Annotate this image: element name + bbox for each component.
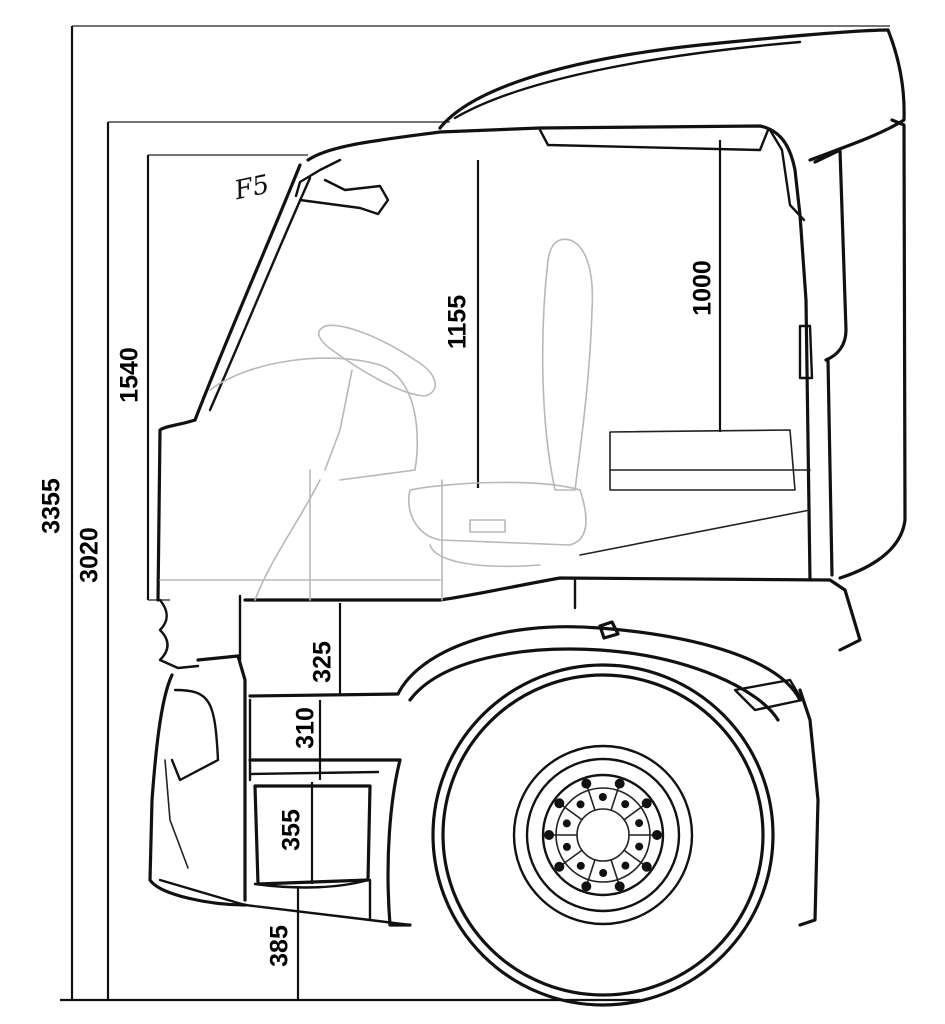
hub-bolt <box>562 842 571 851</box>
lug-nut <box>554 798 565 809</box>
access-steps <box>248 692 402 889</box>
hub-bolt <box>621 800 630 809</box>
lug-nut <box>581 778 592 789</box>
hub-bolt <box>621 861 630 870</box>
front-wheel <box>431 663 775 1007</box>
label-floor-to-roof-rear: 1000 <box>688 260 717 316</box>
roof-deflector <box>438 28 907 580</box>
label-ground-to-step: 385 <box>265 925 294 967</box>
lug-nut <box>614 778 625 789</box>
lug-nut <box>652 830 662 840</box>
label-roof-height: 3020 <box>75 527 104 583</box>
hub-bolt <box>562 819 571 828</box>
lug-nut <box>641 861 652 872</box>
wheel-lug-nuts <box>542 777 664 893</box>
label-third-step: 355 <box>277 809 306 851</box>
cab-body-outline <box>148 124 862 907</box>
wheel-arch <box>368 625 820 927</box>
label-second-step: 310 <box>291 707 320 749</box>
lug-nut <box>581 881 592 892</box>
handwritten-mark: F5 <box>231 169 273 207</box>
hub-bolt <box>599 868 608 877</box>
lug-nut <box>614 881 625 892</box>
hub-bolt <box>598 793 607 802</box>
lug-nut <box>641 798 652 809</box>
label-overall-height: 3355 <box>37 478 66 534</box>
hub-bolt <box>635 819 644 828</box>
label-floor-to-roof-front: 1155 <box>443 294 472 350</box>
cab-interior <box>159 238 594 601</box>
label-first-step: 325 <box>308 641 337 683</box>
label-windscreen-height: 1540 <box>115 347 144 403</box>
lug-nut <box>554 861 565 872</box>
hub-bolt <box>576 800 585 809</box>
hub-bolt <box>576 861 585 870</box>
dimension-lines <box>70 25 890 1000</box>
hub-bolt <box>635 842 644 851</box>
lug-nut <box>544 830 554 840</box>
